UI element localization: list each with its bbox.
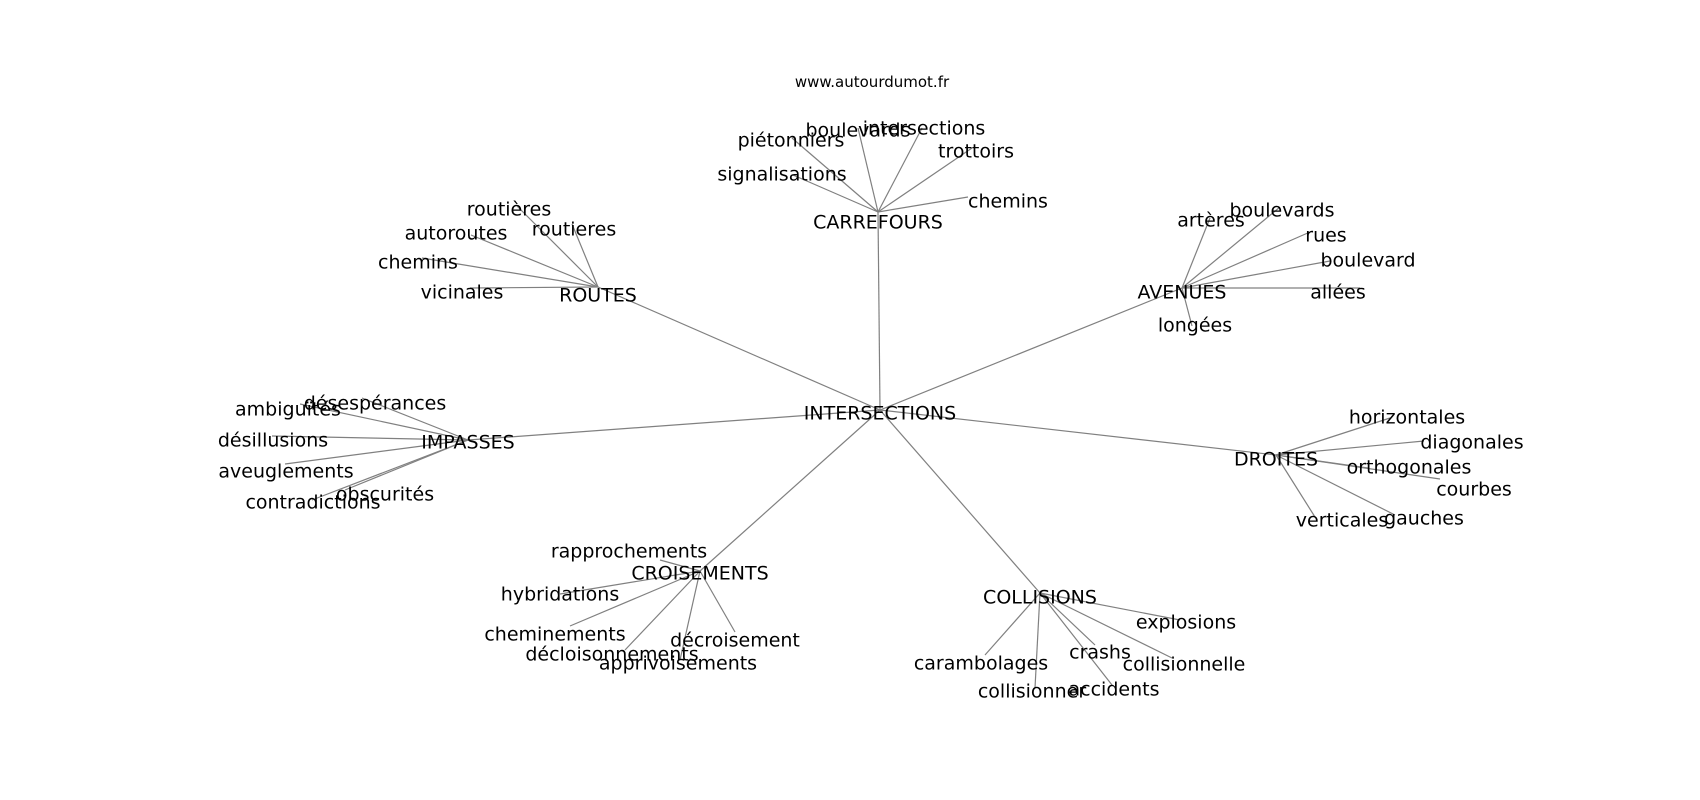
word-node-label: crashs <box>1069 642 1131 664</box>
center-edge-2 <box>879 287 1183 411</box>
word-edge-5-0 <box>659 559 701 572</box>
word-edge-6-4 <box>1034 592 1041 689</box>
word-edge-5-3 <box>699 570 736 633</box>
word-node-label: contradictions <box>245 492 380 514</box>
word-node-label: décloisonnements <box>525 644 698 666</box>
word-edge-5-2 <box>569 570 701 627</box>
word-edge-2-3 <box>1181 260 1331 289</box>
word-edge-4-0 <box>1275 417 1391 456</box>
word-node-label: piétonniers <box>738 130 845 152</box>
word-edge-4-1 <box>1275 440 1425 456</box>
word-node-label: accidents <box>1069 679 1160 701</box>
group-node-label: DROITES <box>1234 449 1318 471</box>
word-edge-1-2 <box>571 223 599 288</box>
word-edge-5-1 <box>559 570 701 595</box>
word-node-label: aveuglements <box>218 461 353 483</box>
center-edge-1 <box>597 286 881 411</box>
word-node-label: courbes <box>1436 479 1512 501</box>
word-edge-0-5 <box>877 196 969 213</box>
word-edge-3-1 <box>299 403 469 441</box>
group-node-label: CROISEMENTS <box>631 563 768 585</box>
word-edge-1-3 <box>421 257 599 288</box>
word-node-label: désespérances <box>304 393 447 415</box>
group-node-label: CARREFOURS <box>813 212 943 234</box>
word-edge-2-2 <box>1181 231 1311 289</box>
word-edge-0-3 <box>877 147 973 213</box>
word-edge-0-2 <box>791 137 879 213</box>
word-node-label: rapprochements <box>551 541 707 563</box>
word-node-label: explosions <box>1136 612 1236 634</box>
word-node-label: chemins <box>968 191 1048 213</box>
word-edge-0-1 <box>877 127 923 213</box>
word-edge-1-0 <box>516 205 599 288</box>
labels-layer: INTERSECTIONSCARREFOURSboulevardsinterse… <box>218 118 1524 703</box>
word-edge-3-3 <box>284 439 469 465</box>
group-node-label: ROUTES <box>559 285 637 307</box>
word-node-label: routières <box>467 199 551 221</box>
center-edge-0 <box>877 211 881 411</box>
word-edge-0-0 <box>857 127 879 213</box>
word-edge-3-0 <box>361 397 469 441</box>
word-node-label: apprivoisements <box>599 653 757 675</box>
center-edge-5 <box>699 409 881 572</box>
word-node-label: vicinales <box>421 282 504 304</box>
word-node-label: décroisement <box>670 630 800 652</box>
word-node-label: collisionnelle <box>1123 654 1246 676</box>
word-edge-6-1 <box>984 592 1041 656</box>
word-edge-5-4 <box>624 570 701 651</box>
word-node-label: orthogonales <box>1347 457 1472 479</box>
center-edge-6 <box>879 409 1041 594</box>
word-node-label: intersections <box>863 118 986 140</box>
word-node-label: artères <box>1177 210 1245 232</box>
word-node-label: boulevards <box>1229 200 1334 222</box>
word-node-label: boulevard <box>1320 250 1415 272</box>
word-edge-2-0 <box>1181 217 1211 289</box>
word-node-label: ambiguïtés <box>235 399 341 421</box>
group-node-label: AVENUES <box>1138 282 1227 304</box>
word-node-label: chemins <box>378 252 458 274</box>
word-node-label: rues <box>1305 225 1346 247</box>
word-node-label: obscurités <box>336 484 434 506</box>
word-node-label: carambolages <box>914 653 1048 675</box>
word-node-label: désillusions <box>218 430 328 452</box>
word-node-label: trottoirs <box>938 141 1014 163</box>
source-caption: www.autourdumot.fr <box>795 73 950 91</box>
word-edge-6-0 <box>1039 592 1181 621</box>
word-edge-4-3 <box>1275 454 1441 480</box>
center-node-label: INTERSECTIONS <box>804 403 956 425</box>
word-node-label: horizontales <box>1349 407 1465 429</box>
edges-layer <box>271 127 1441 689</box>
center-edge-3 <box>467 409 881 441</box>
word-node-label: hybridations <box>501 584 619 606</box>
word-node-label: autoroutes <box>405 223 508 245</box>
word-edge-0-4 <box>792 174 879 213</box>
word-node-label: diagonales <box>1420 432 1523 454</box>
center-edge-4 <box>879 409 1277 456</box>
word-node-label: longées <box>1158 315 1232 337</box>
word-edge-4-5 <box>1275 454 1396 516</box>
word-node-label: signalisations <box>717 164 846 186</box>
word-node-label: gauches <box>1384 508 1464 530</box>
word-edge-1-1 <box>470 234 599 288</box>
word-node-label: boulevards <box>805 120 910 142</box>
word-edge-6-3 <box>1039 592 1173 659</box>
word-edge-6-5 <box>1039 592 1113 686</box>
word-edge-2-5 <box>1181 287 1193 327</box>
group-node-label: IMPASSES <box>421 432 514 454</box>
word-node-label: verticales <box>1296 510 1388 532</box>
word-edge-5-5 <box>679 570 701 661</box>
word-edge-3-2 <box>271 435 469 441</box>
word-node-label: cheminements <box>484 624 625 646</box>
word-edge-3-5 <box>311 439 469 501</box>
word-node-label: routieres <box>532 219 616 241</box>
word-edge-1-4 <box>469 286 599 289</box>
word-edge-2-1 <box>1181 206 1281 289</box>
word-edge-6-2 <box>1039 592 1096 646</box>
word-edge-4-4 <box>1275 454 1316 518</box>
word-node-label: allées <box>1310 282 1365 304</box>
group-node-label: COLLISIONS <box>983 587 1097 609</box>
word-node-label: collisionner <box>978 681 1086 703</box>
